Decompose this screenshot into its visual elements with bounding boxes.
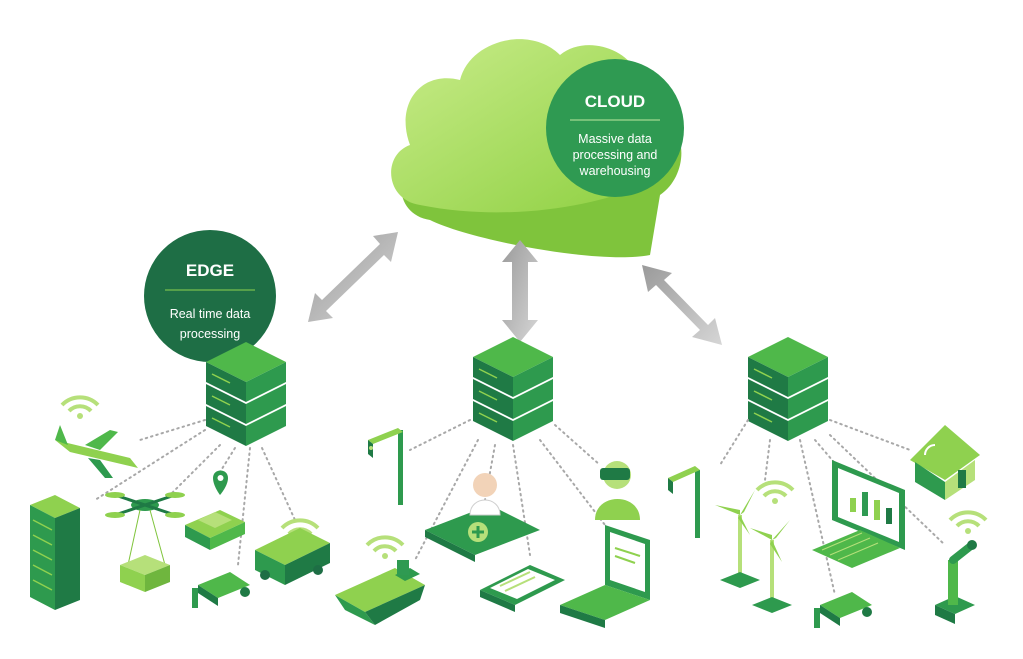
security-camera-icon [192,572,250,608]
traffic-light-icon [668,466,700,538]
car-icon [185,470,245,550]
delivery-truck-icon [255,518,330,585]
desktop-monitor-icon [812,460,905,568]
arrow-cloud-left [308,232,398,322]
ship-icon [335,535,425,625]
edge-server-center [472,336,554,442]
wind-turbine-icon [715,480,795,613]
telemedicine-tablet-icon [425,473,540,562]
drone-icon [105,492,185,592]
robot-arm-icon [935,510,988,624]
edge-desc-line-1: Real time data [170,307,251,321]
edge-title: EDGE [186,261,234,280]
vr-headset-person-icon [595,461,640,520]
security-camera-icon [814,592,872,628]
traffic-light-icon [368,428,403,505]
cloud-desc-line-1: Massive data [578,132,652,146]
connectors [94,419,946,596]
cloud-desc-line-2: processing and [573,148,658,162]
arrow-cloud-right [642,265,722,345]
building-icon [30,495,80,610]
cloud-badge: CLOUD Massive data processing and wareho… [546,59,684,197]
cloud-title: CLOUD [585,92,645,111]
edge-server-right [747,336,829,442]
edge-server-left [205,341,287,447]
smart-home-icon [910,425,980,500]
cloud-desc-line-3: warehousing [579,164,651,178]
edge-badge: EDGE Real time data processing [144,230,276,362]
laptop-icon [560,525,650,628]
arrow-cloud-center [502,240,538,342]
tablet-icon [480,565,565,612]
edge-desc-line-2: processing [180,327,240,341]
airplane-icon [55,395,138,478]
